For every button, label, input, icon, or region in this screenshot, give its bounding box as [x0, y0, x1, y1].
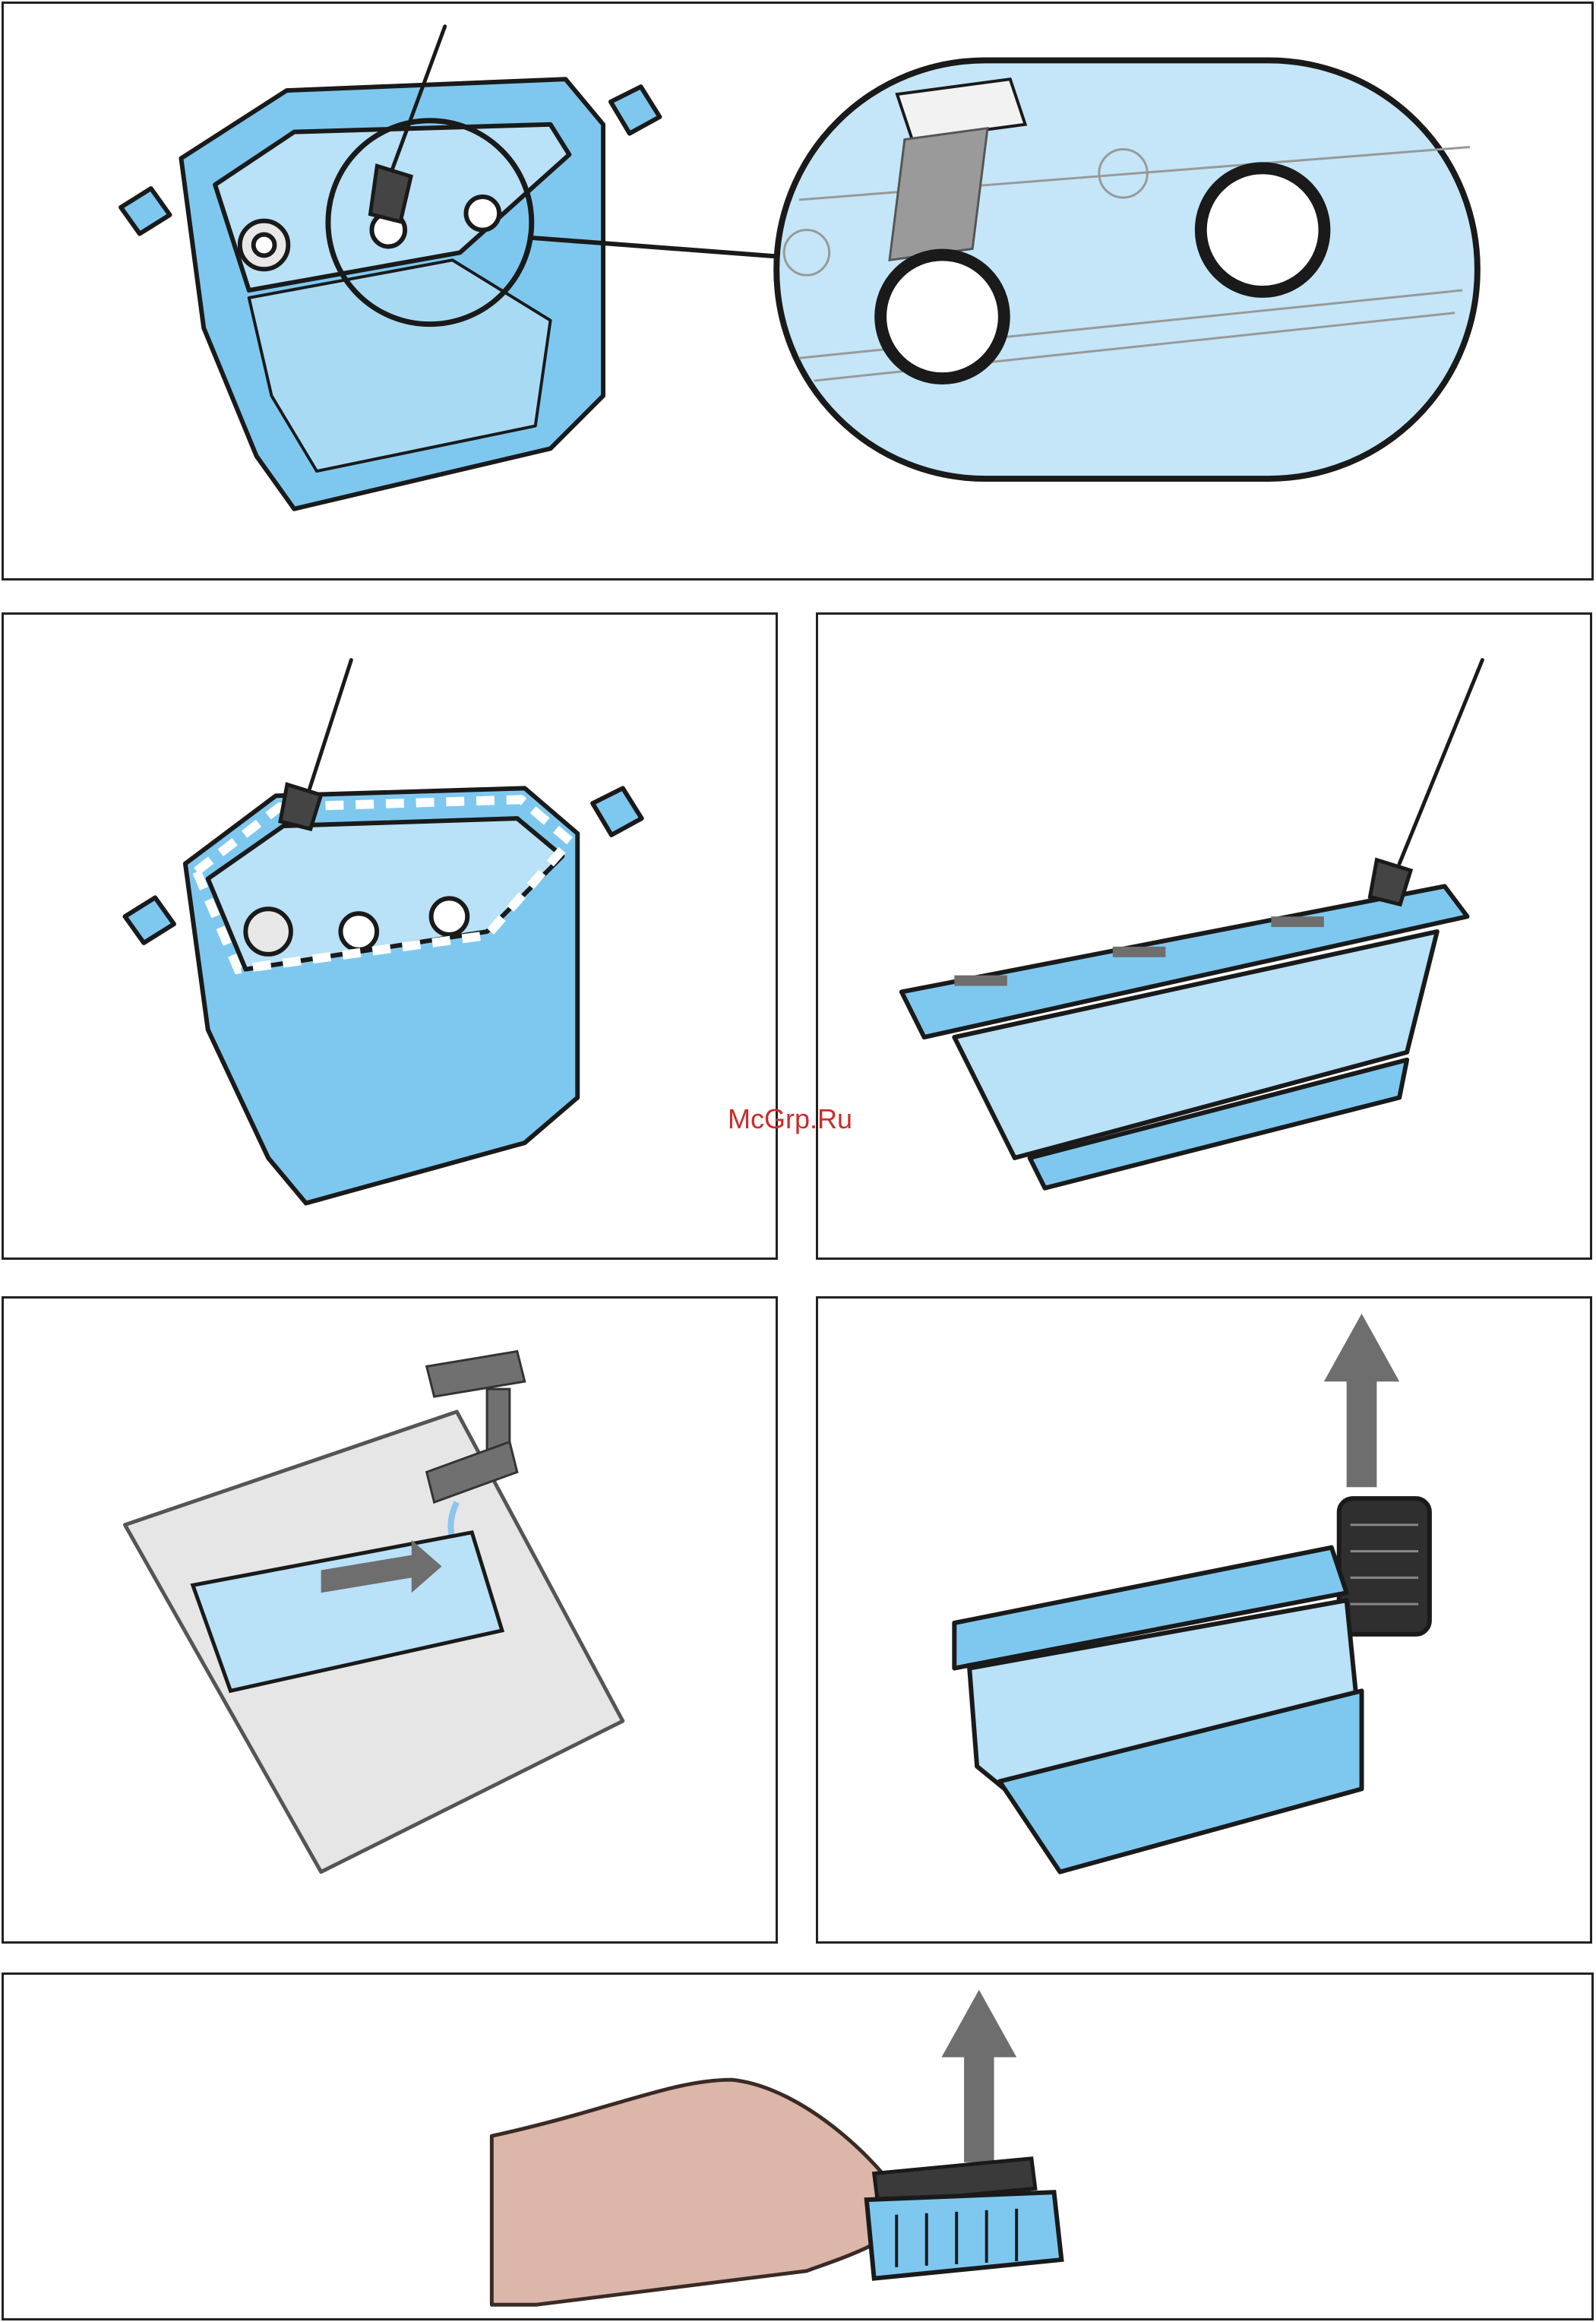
illustration-brush-filter — [4, 1975, 1591, 2318]
arrow-up-icon — [941, 1990, 1016, 2162]
filter-icon — [1339, 1498, 1430, 1634]
opening-right — [1201, 168, 1325, 292]
opening-left — [880, 255, 1004, 378]
illustration-clean-lid — [818, 615, 1590, 1257]
illustration-clean-rim — [4, 615, 776, 1257]
panel-clean-openings — [2, 2, 1594, 580]
watermark-text: McGrp.Ru — [728, 1103, 852, 1135]
arrow-up-icon — [1324, 1314, 1399, 1487]
filter-icon — [867, 2192, 1062, 2278]
illustration-rinse — [4, 1299, 776, 1941]
illustration-remove-filter — [818, 1299, 1590, 1941]
panel-clean-lid — [816, 612, 1592, 1260]
water-tank-part — [125, 788, 641, 1203]
water-tank-part — [121, 79, 659, 509]
water-tank-assembly — [954, 1548, 1361, 1872]
panel-clean-rim — [2, 612, 778, 1260]
lid-part — [902, 886, 1468, 1188]
zoom-detail — [776, 60, 1477, 479]
brush-icon — [1370, 660, 1482, 905]
panel-brush-filter — [2, 1972, 1594, 2320]
hand-icon — [491, 2080, 912, 2305]
illustration-clean-openings — [4, 4, 1591, 578]
panel-remove-filter — [816, 1296, 1592, 1944]
panel-rinse — [2, 1296, 778, 1944]
